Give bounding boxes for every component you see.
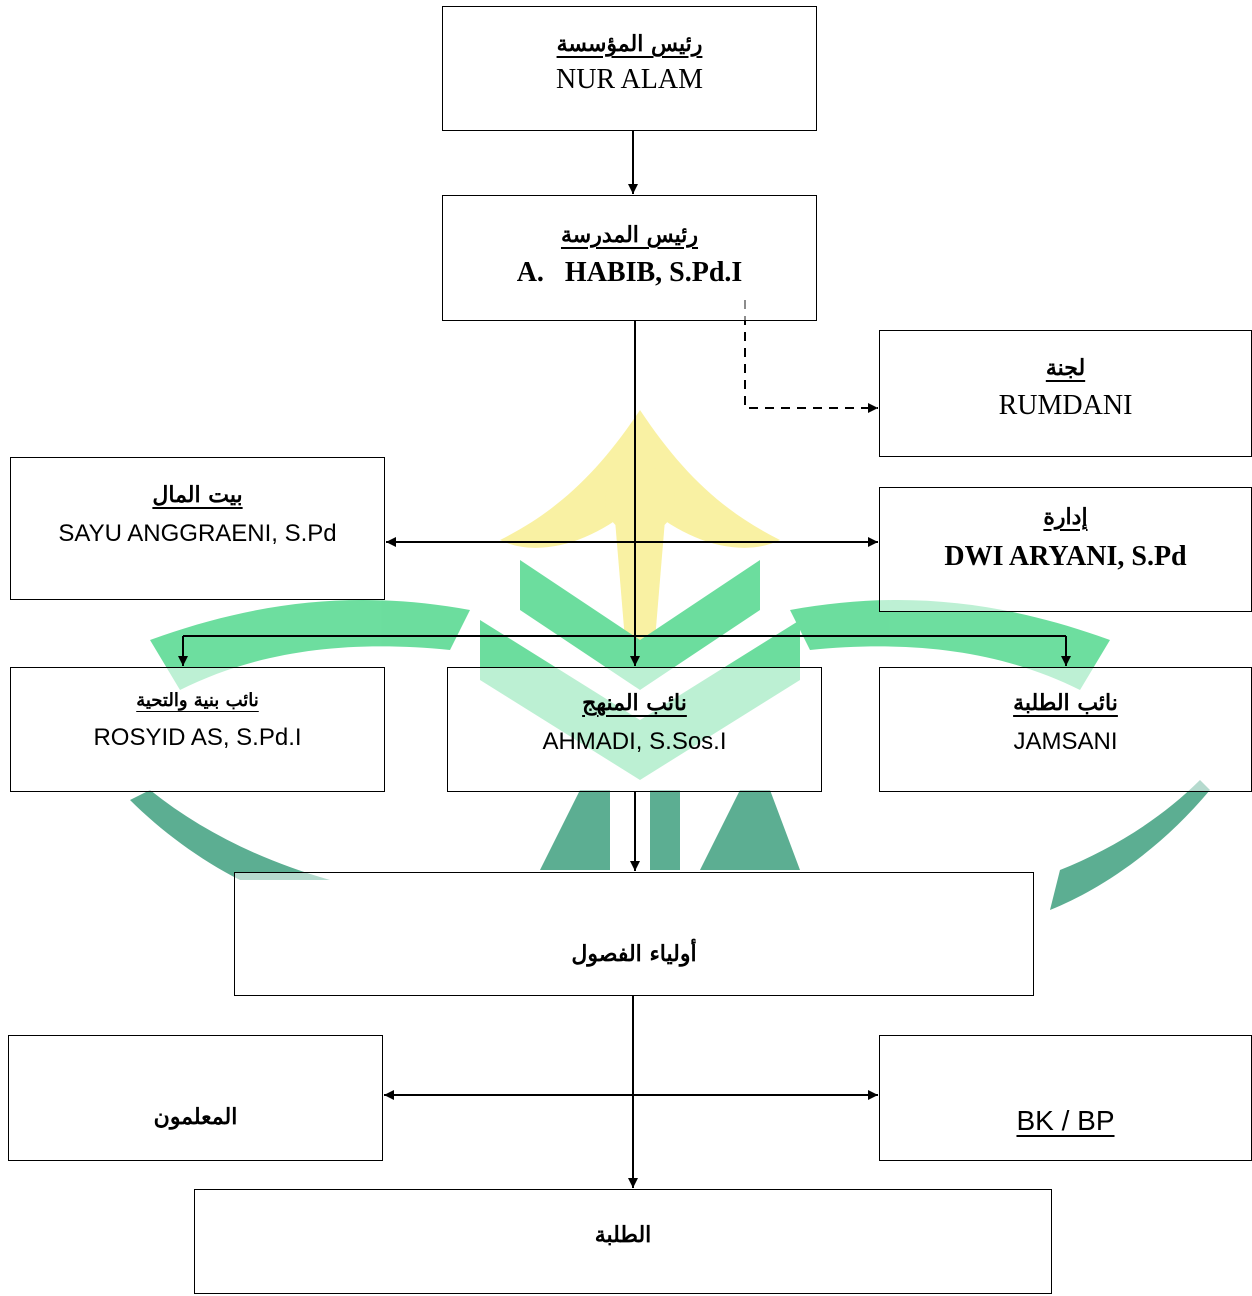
box-students: الطلبة <box>194 1189 1052 1294</box>
committee-name: RUMDANI <box>998 390 1133 422</box>
box-treasurer: بيت المال SAYU ANGGRAENI, S.Pd <box>10 457 385 600</box>
watermark-yellow-stem <box>615 520 665 640</box>
box-vice-facilities: نائب بنية والتحية ROSYID AS, S.Pd.I <box>10 667 385 792</box>
homeroom-teachers-title: أولياء الفصول <box>571 941 697 967</box>
principal-name: A. HABIB, S.Pd.I <box>516 257 743 289</box>
principal-title: رئيس المدرسة <box>560 222 699 248</box>
vice-facilities-name: ROSYID AS, S.Pd.I <box>93 723 302 751</box>
box-principal: رئيس المدرسة A. HABIB, S.Pd.I <box>442 195 817 321</box>
watermark-teal-right-crescent <box>1050 780 1210 910</box>
foundation-head-name: NUR ALAM <box>555 64 703 96</box>
watermark-teal-letter-2 <box>650 790 680 870</box>
students-title: الطلبة <box>594 1222 652 1248</box>
counseling-title: BK / BP <box>1016 1105 1115 1136</box>
box-vice-students: نائب الطلبة JAMSANI <box>879 667 1252 792</box>
vice-facilities-title: نائب بنية والتحية <box>136 690 259 711</box>
watermark-green-band-1 <box>520 560 760 690</box>
box-teachers: المعلمون <box>8 1035 383 1161</box>
teachers-title: المعلمون <box>153 1104 238 1130</box>
administration-name: DWI ARYANI, S.Pd <box>944 541 1187 573</box>
watermark-teal-letter-1 <box>540 790 610 870</box>
watermark-teal-left-crescent <box>130 790 330 880</box>
vice-curriculum-title: نائب المنهج <box>582 690 687 716</box>
box-homeroom-teachers: أولياء الفصول <box>234 872 1034 996</box>
box-foundation-head: رئيس المؤسسة NUR ALAM <box>442 6 817 131</box>
treasurer-name: SAYU ANGGRAENI, S.Pd <box>58 520 337 548</box>
connector-principal-to-committee-dashed <box>744 300 878 413</box>
vice-curriculum-name: AHMADI, S.Sos.I <box>542 728 727 756</box>
vice-students-name: JAMSANI <box>1013 728 1118 756</box>
treasurer-title: بيت المال <box>152 482 243 508</box>
watermark-yellow-circle <box>605 465 675 535</box>
committee-title: لجنة <box>1045 355 1086 381</box>
box-counseling: BK / BP <box>879 1035 1252 1161</box>
box-administration: إدارة DWI ARYANI, S.Pd <box>879 487 1252 612</box>
watermark-teal-letter-3 <box>700 790 800 870</box>
box-committee: لجنة RUMDANI <box>879 330 1252 457</box>
vice-students-title: نائب الطلبة <box>1013 690 1118 716</box>
box-vice-curriculum: نائب المنهج AHMADI, S.Sos.I <box>447 667 822 792</box>
administration-title: إدارة <box>1043 504 1088 530</box>
foundation-head-title: رئيس المؤسسة <box>556 31 703 57</box>
